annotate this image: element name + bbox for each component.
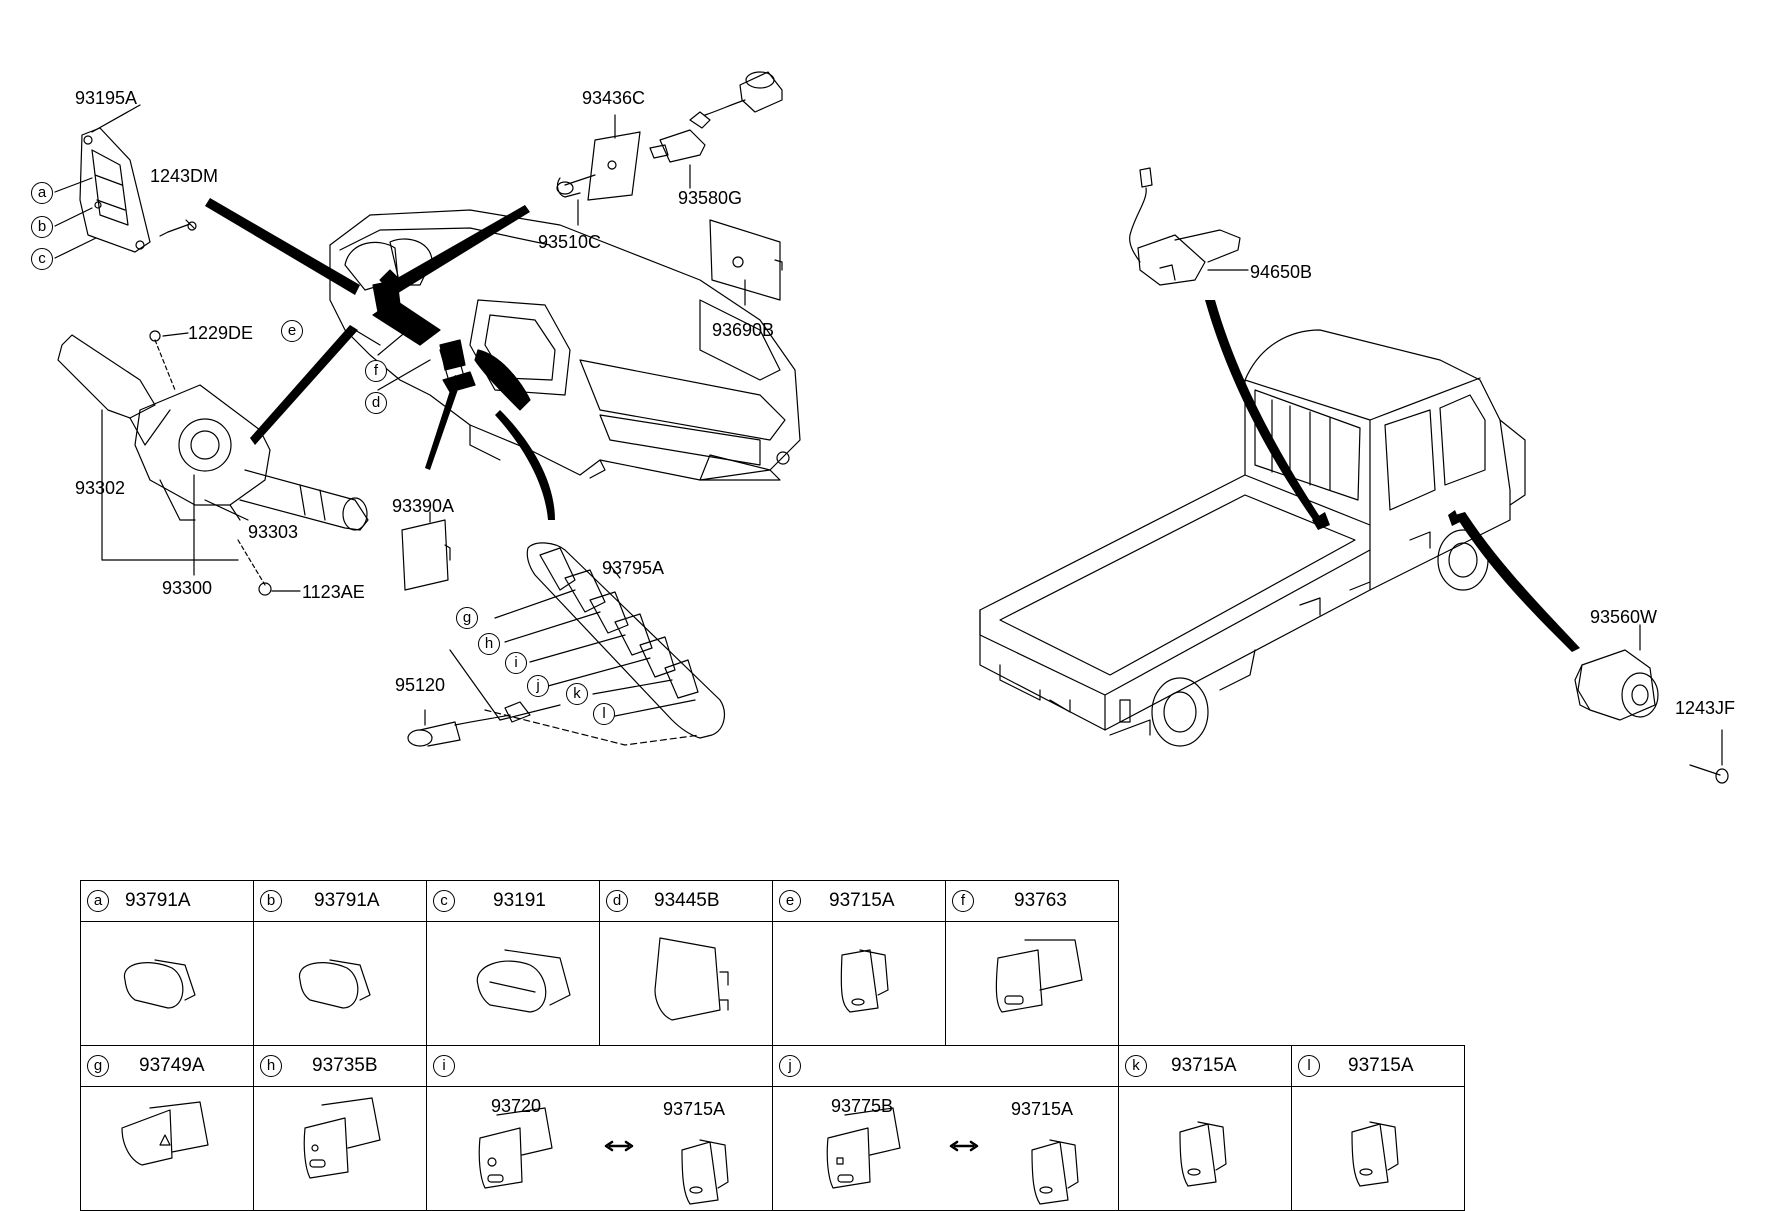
callout-93436C: 93436C [582, 88, 646, 108]
cell-letter: b [260, 890, 282, 912]
callout-1243DM: 1243DM [150, 166, 219, 186]
table-cell-e: e 93715A [772, 880, 946, 1046]
table-cell-c: c 93191 [426, 880, 600, 1046]
letter-k-callout: k [566, 683, 588, 705]
table-icons [121, 937, 1399, 1205]
truck-drawing [979, 329, 1526, 747]
table-cell-f: f 93763 [945, 880, 1119, 1046]
letter-f-callout: f [365, 360, 387, 382]
letter-j-callout: j [527, 675, 549, 697]
callout-93795A: 93795A [602, 558, 665, 578]
callout-93580G: 93580G [678, 188, 743, 208]
cell-part-number: 93791A [314, 890, 380, 911]
letter-b-callout: b [31, 216, 53, 238]
letter-d-callout: d [365, 392, 387, 414]
alt-part-right: 93715A [663, 1099, 726, 1119]
table-cell-k: k 93715A [1118, 1045, 1292, 1211]
cell-letter: k [1125, 1055, 1147, 1077]
letter-i-callout: i [505, 652, 527, 674]
cell-part-number: 93763 [1014, 890, 1067, 911]
callout-95120: 95120 [395, 675, 446, 695]
cell-part-number: 93715A [829, 890, 895, 911]
letter-a-callout: a [31, 182, 53, 204]
table-cell-b: b 93791A [253, 880, 427, 1046]
callout-94650B: 94650B [1250, 262, 1313, 282]
callout-1243JF: 1243JF [1675, 698, 1736, 718]
cell-part-number: 93191 [493, 890, 546, 911]
letter-l-callout: l [593, 703, 615, 725]
table-cell-g: g 93749A [80, 1045, 254, 1211]
cell-part-number: 93715A [1348, 1055, 1414, 1076]
callout-1123AE: 1123AE [302, 582, 365, 602]
cell-letter: d [606, 890, 628, 912]
callout-1229DE: 1229DE [188, 323, 254, 343]
switch-bezel-93795A [526, 542, 726, 739]
letter-g-callout: g [456, 607, 478, 629]
cell-letter: e [779, 890, 801, 912]
cell-letter: f [952, 890, 974, 912]
alt-part-left: 93775B [831, 1096, 894, 1116]
letter-c-callout: c [31, 248, 53, 270]
multifunction-switch [57, 334, 369, 531]
plate-93436C [587, 131, 641, 201]
callout-93300: 93300 [162, 578, 213, 598]
cell-letter: h [260, 1055, 282, 1077]
callout-93303: 93303 [248, 522, 299, 542]
table-cell-a: a 93791A [80, 880, 254, 1046]
cover-93390A [401, 519, 449, 591]
plate-93690B [709, 219, 781, 301]
cell-letter: a [87, 890, 109, 912]
sensor-94650B [1129, 167, 1241, 286]
alt-part-right: 93715A [1011, 1099, 1074, 1119]
cell-letter: g [87, 1055, 109, 1077]
callout-93302: 93302 [75, 478, 126, 498]
callout-93390A: 93390A [392, 496, 455, 516]
cell-part-number: 93791A [125, 890, 191, 911]
cell-part-number: 93445B [654, 890, 720, 911]
table-cell-l: l 93715A [1291, 1045, 1465, 1211]
table-cell-i: i 93720 93715A [426, 1045, 773, 1211]
cell-part-number: 93715A [1171, 1055, 1237, 1076]
cell-letter: i [433, 1055, 455, 1077]
table-cell-h: h 93735B [253, 1045, 427, 1211]
cell-part-number: 93735B [312, 1055, 378, 1076]
switch-93580G [649, 71, 783, 163]
table-cell-j: j 93775B 93715A [772, 1045, 1119, 1211]
sensor-95120 [407, 701, 531, 747]
callout-93195A: 93195A [75, 88, 138, 108]
bracket-93195A [79, 127, 151, 253]
letter-h-callout: h [478, 633, 500, 655]
callout-93510C: 93510C [538, 232, 602, 252]
cell-part-number: 93749A [139, 1055, 205, 1076]
cell-letter: l [1298, 1055, 1320, 1077]
letter-e-callout: e [281, 320, 303, 342]
cell-letter: c [433, 890, 455, 912]
alt-part-left: 93720 [491, 1096, 542, 1116]
cell-letter: j [779, 1055, 801, 1077]
switch-93560W [1574, 649, 1659, 721]
callout-93690B: 93690B [712, 320, 775, 340]
table-cell-d: d 93445B [599, 880, 773, 1046]
callout-93560W: 93560W [1590, 607, 1658, 627]
